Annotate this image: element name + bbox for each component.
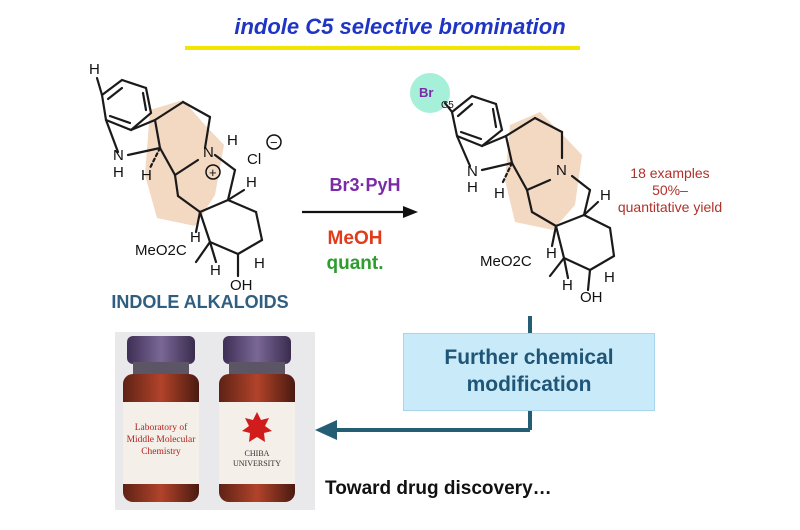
scope-note: 18 examples 50%– quantitative yield [585,165,755,216]
figure-title: indole C5 selective bromination [234,14,566,39]
sm-atom-h-e: H [254,255,265,272]
scope-line-1: 18 examples [630,165,710,181]
left-vial-label-3: Chemistry [141,447,181,457]
sm-atom-h-a: H [141,167,152,184]
starting-material-label: INDOLE ALKALOIDS [111,292,289,312]
product-label-c5: C5 [441,100,454,111]
footer-caption: Toward drug discovery… [325,478,552,499]
right-vial-label-2: UNIVERSITY [233,459,281,468]
right-vial-label-1: CHIBA [245,449,270,458]
scope-line-2: 50%– [652,182,688,198]
sm-atom-indole-h: H [113,164,124,181]
product-atom-h-b: H [600,187,611,204]
bromine-highlight-circle [410,73,450,113]
university-emblem [242,412,272,442]
title-underline [185,46,580,50]
sm-atom-h-n: H [227,132,238,149]
sm-plus-charge: + [209,165,217,180]
sm-atom-h-c: H [190,229,201,246]
sm-atom-ester: MeO2C [135,242,187,259]
reagent-label: Br3·PyH [329,175,401,195]
sm-atom-cl: Cl [247,151,261,168]
sm-atom-h-c5: H [89,61,100,78]
sm-highlight-region [145,100,224,226]
left-vial-label-2: Middle Molecular [127,435,197,445]
product-atom-h-c: H [546,245,557,262]
product-atom-h-a: H [494,185,505,202]
product-atom-indole-n: N [467,163,478,180]
modification-line-1: Further chemical [444,346,614,369]
scope-line-3: quantitative yield [617,199,723,215]
sm-atom-oh: OH [230,277,253,294]
further-modification-box: Further chemical modification [403,333,655,411]
left-vial-label-1: Laboratory of [135,422,188,433]
yield-label: quant. [326,253,384,274]
sm-atom-h-d: H [210,262,221,279]
product-atom-n: N [556,162,567,179]
product-atom-oh: OH [580,289,603,306]
sm-minus-charge: − [270,135,278,150]
product-atom-indole-h: H [467,179,478,196]
product-atom-h-e: H [604,269,615,286]
sm-atom-h-b: H [246,174,257,191]
right-vial: CHIBA UNIVERSITY [219,336,295,502]
vials-illustration: Laboratory of Middle Molecular Chemistry… [115,332,315,510]
left-vial: Laboratory of Middle Molecular Chemistry [123,336,199,502]
solvent-label: MeOH [327,228,383,249]
modification-line-2: modification [466,373,592,396]
product-atom-ester: MeO2C [480,253,532,270]
sm-atom-indole-n: N [113,147,124,164]
product-atom-br: Br [419,85,433,100]
sm-atom-n-plus: N [203,144,214,161]
product-atom-h-d: H [562,277,573,294]
